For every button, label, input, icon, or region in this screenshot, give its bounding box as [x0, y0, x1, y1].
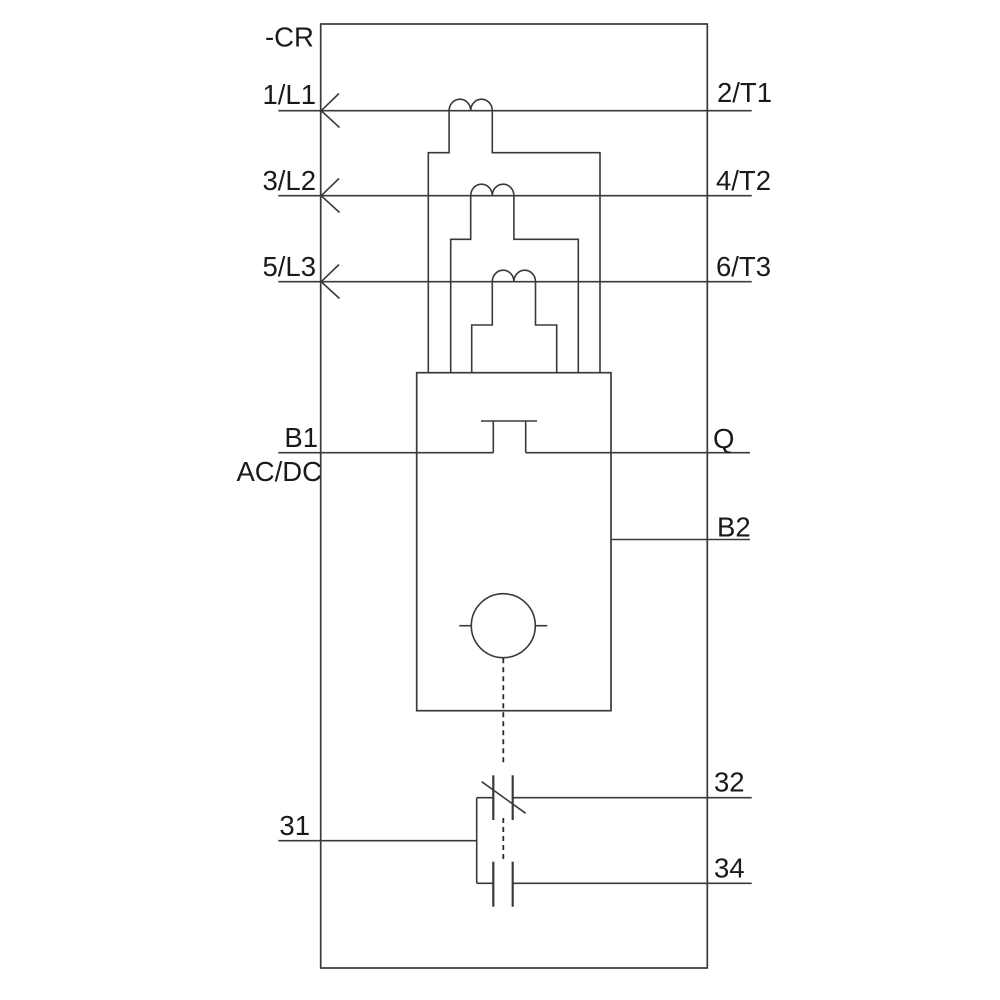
arrow-icon-l2 [320, 177, 341, 214]
terminal-label-34: 34 [714, 853, 745, 884]
ct-coils [448, 98, 537, 282]
ct-nest-l2-left [449, 195, 472, 373]
ct-nest-l3-right [534, 281, 558, 373]
reset-actuator [459, 592, 548, 659]
terminal-label-1l1: 1/L1 [262, 79, 316, 110]
input-arrows [320, 92, 341, 300]
arrow-icon-l3 [320, 263, 341, 300]
ct-nest-l1-left [427, 110, 450, 373]
nc-break-slash-icon [481, 781, 527, 814]
labels: -CR 1/L1 3/L2 5/L3 2/T1 4/T2 6/T3 B1 AC/… [236, 22, 772, 884]
terminal-label-q: Q [713, 423, 734, 454]
actuator-circle-icon [470, 592, 537, 659]
device-body [415, 371, 612, 712]
terminal-label-32: 32 [714, 767, 745, 798]
terminal-label-5l3: 5/L3 [262, 251, 316, 282]
enclosure-frame [319, 23, 709, 969]
terminal-label-31: 31 [279, 810, 310, 841]
terminal-label-6t3: 6/T3 [716, 251, 771, 282]
terminal-label-3l2: 3/L2 [262, 165, 316, 196]
terminal-label-b2: B2 [717, 512, 751, 543]
terminal-label-2t1: 2/T1 [717, 77, 772, 108]
ct-coil-icon-l3 [491, 269, 537, 282]
phase-lines [278, 109, 752, 283]
ct-coil-icon-l2 [469, 183, 515, 196]
ct-coil-icon-l1 [448, 98, 494, 111]
supply-type-label: AC/DC [236, 456, 322, 487]
control-line-b1-q [278, 420, 750, 454]
device-tag-label: -CR [265, 22, 314, 53]
aux-changeover-contact [278, 775, 752, 907]
terminal-label-b1: B1 [284, 422, 318, 453]
ct-nest-connections [427, 110, 601, 373]
ct-nest-l3-left [470, 281, 494, 373]
ct-nest-l2-right [513, 195, 580, 373]
terminal-label-4t2: 4/T2 [716, 165, 771, 196]
arrow-icon-l1 [320, 92, 341, 129]
ct-nest-l1-right [491, 110, 601, 373]
